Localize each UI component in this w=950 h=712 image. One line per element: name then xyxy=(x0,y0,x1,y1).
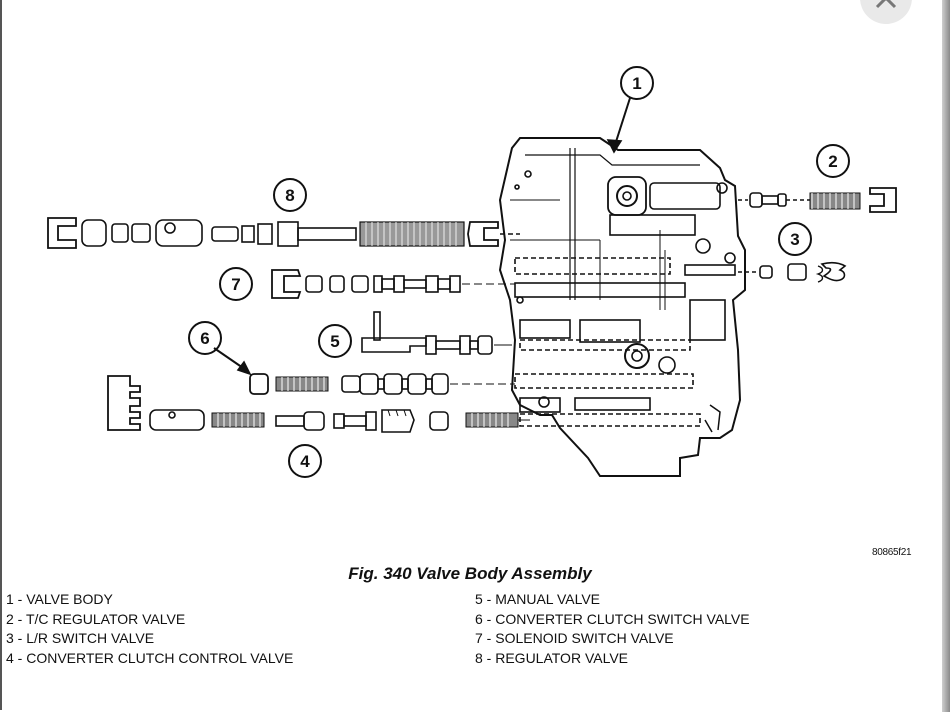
callout-6-circle xyxy=(188,321,222,355)
legend-right-column: 5 - MANUAL VALVE 6 - CONVERTER CLUTCH SW… xyxy=(475,590,750,668)
callout-5-label: 5 xyxy=(330,332,339,351)
figure-caption: Fig. 340 Valve Body Assembly xyxy=(348,564,592,583)
callout-5-circle xyxy=(318,324,352,358)
callout-8-circle xyxy=(273,178,307,212)
part-3-lr-switch-valve xyxy=(738,261,847,283)
part-8-regulator-valve xyxy=(47,217,520,249)
callout-1-label: 1 xyxy=(632,74,641,93)
callout-2-circle xyxy=(816,144,850,178)
valve-body-diagram: 1 2 3 4 5 6 7 8 xyxy=(47,66,897,478)
callout-7-circle xyxy=(219,267,253,301)
legend-left-column: 1 - VALVE BODY 2 - T/C REGULATOR VALVE 3… xyxy=(6,590,293,668)
callout-4-label: 4 xyxy=(300,452,310,471)
close-icon xyxy=(875,0,897,9)
callout-8-label: 8 xyxy=(285,186,294,205)
valve-body xyxy=(498,137,746,477)
legend-item: 8 - REGULATOR VALVE xyxy=(475,649,629,666)
legend-item: 4 - CONVERTER CLUTCH CONTROL VALVE xyxy=(6,649,294,666)
callout-4-circle xyxy=(288,444,322,478)
callout-2-label: 2 xyxy=(828,152,837,171)
legend-item: 6 - CONVERTER CLUTCH SWITCH VALVE xyxy=(475,610,750,627)
part-7-solenoid-switch-valve xyxy=(271,269,515,299)
part-6-converter-clutch-switch-valve xyxy=(213,347,515,395)
callout-1-circle xyxy=(620,66,654,100)
scrollbar-edge xyxy=(942,0,950,712)
legend-item: 3 - L/R SWITCH VALVE xyxy=(6,630,155,646)
legend-item: 2 - T/C REGULATOR VALVE xyxy=(6,610,186,627)
part-4-converter-clutch-control-valve xyxy=(107,375,530,433)
part-2-tc-regulator-valve xyxy=(738,187,897,213)
callout-3-label: 3 xyxy=(790,230,799,249)
legend-item: 1 - VALVE BODY xyxy=(6,591,113,607)
figure-number: 80865f21 xyxy=(872,547,912,558)
legend-item: 7 - SOLENOID SWITCH VALVE xyxy=(475,630,674,646)
legend-item: 5 - MANUAL VALVE xyxy=(475,591,601,607)
callout-3-circle xyxy=(778,222,812,256)
callout-7-label: 7 xyxy=(231,275,240,294)
part-5-manual-valve xyxy=(361,311,512,355)
callout-6-label: 6 xyxy=(200,329,209,348)
